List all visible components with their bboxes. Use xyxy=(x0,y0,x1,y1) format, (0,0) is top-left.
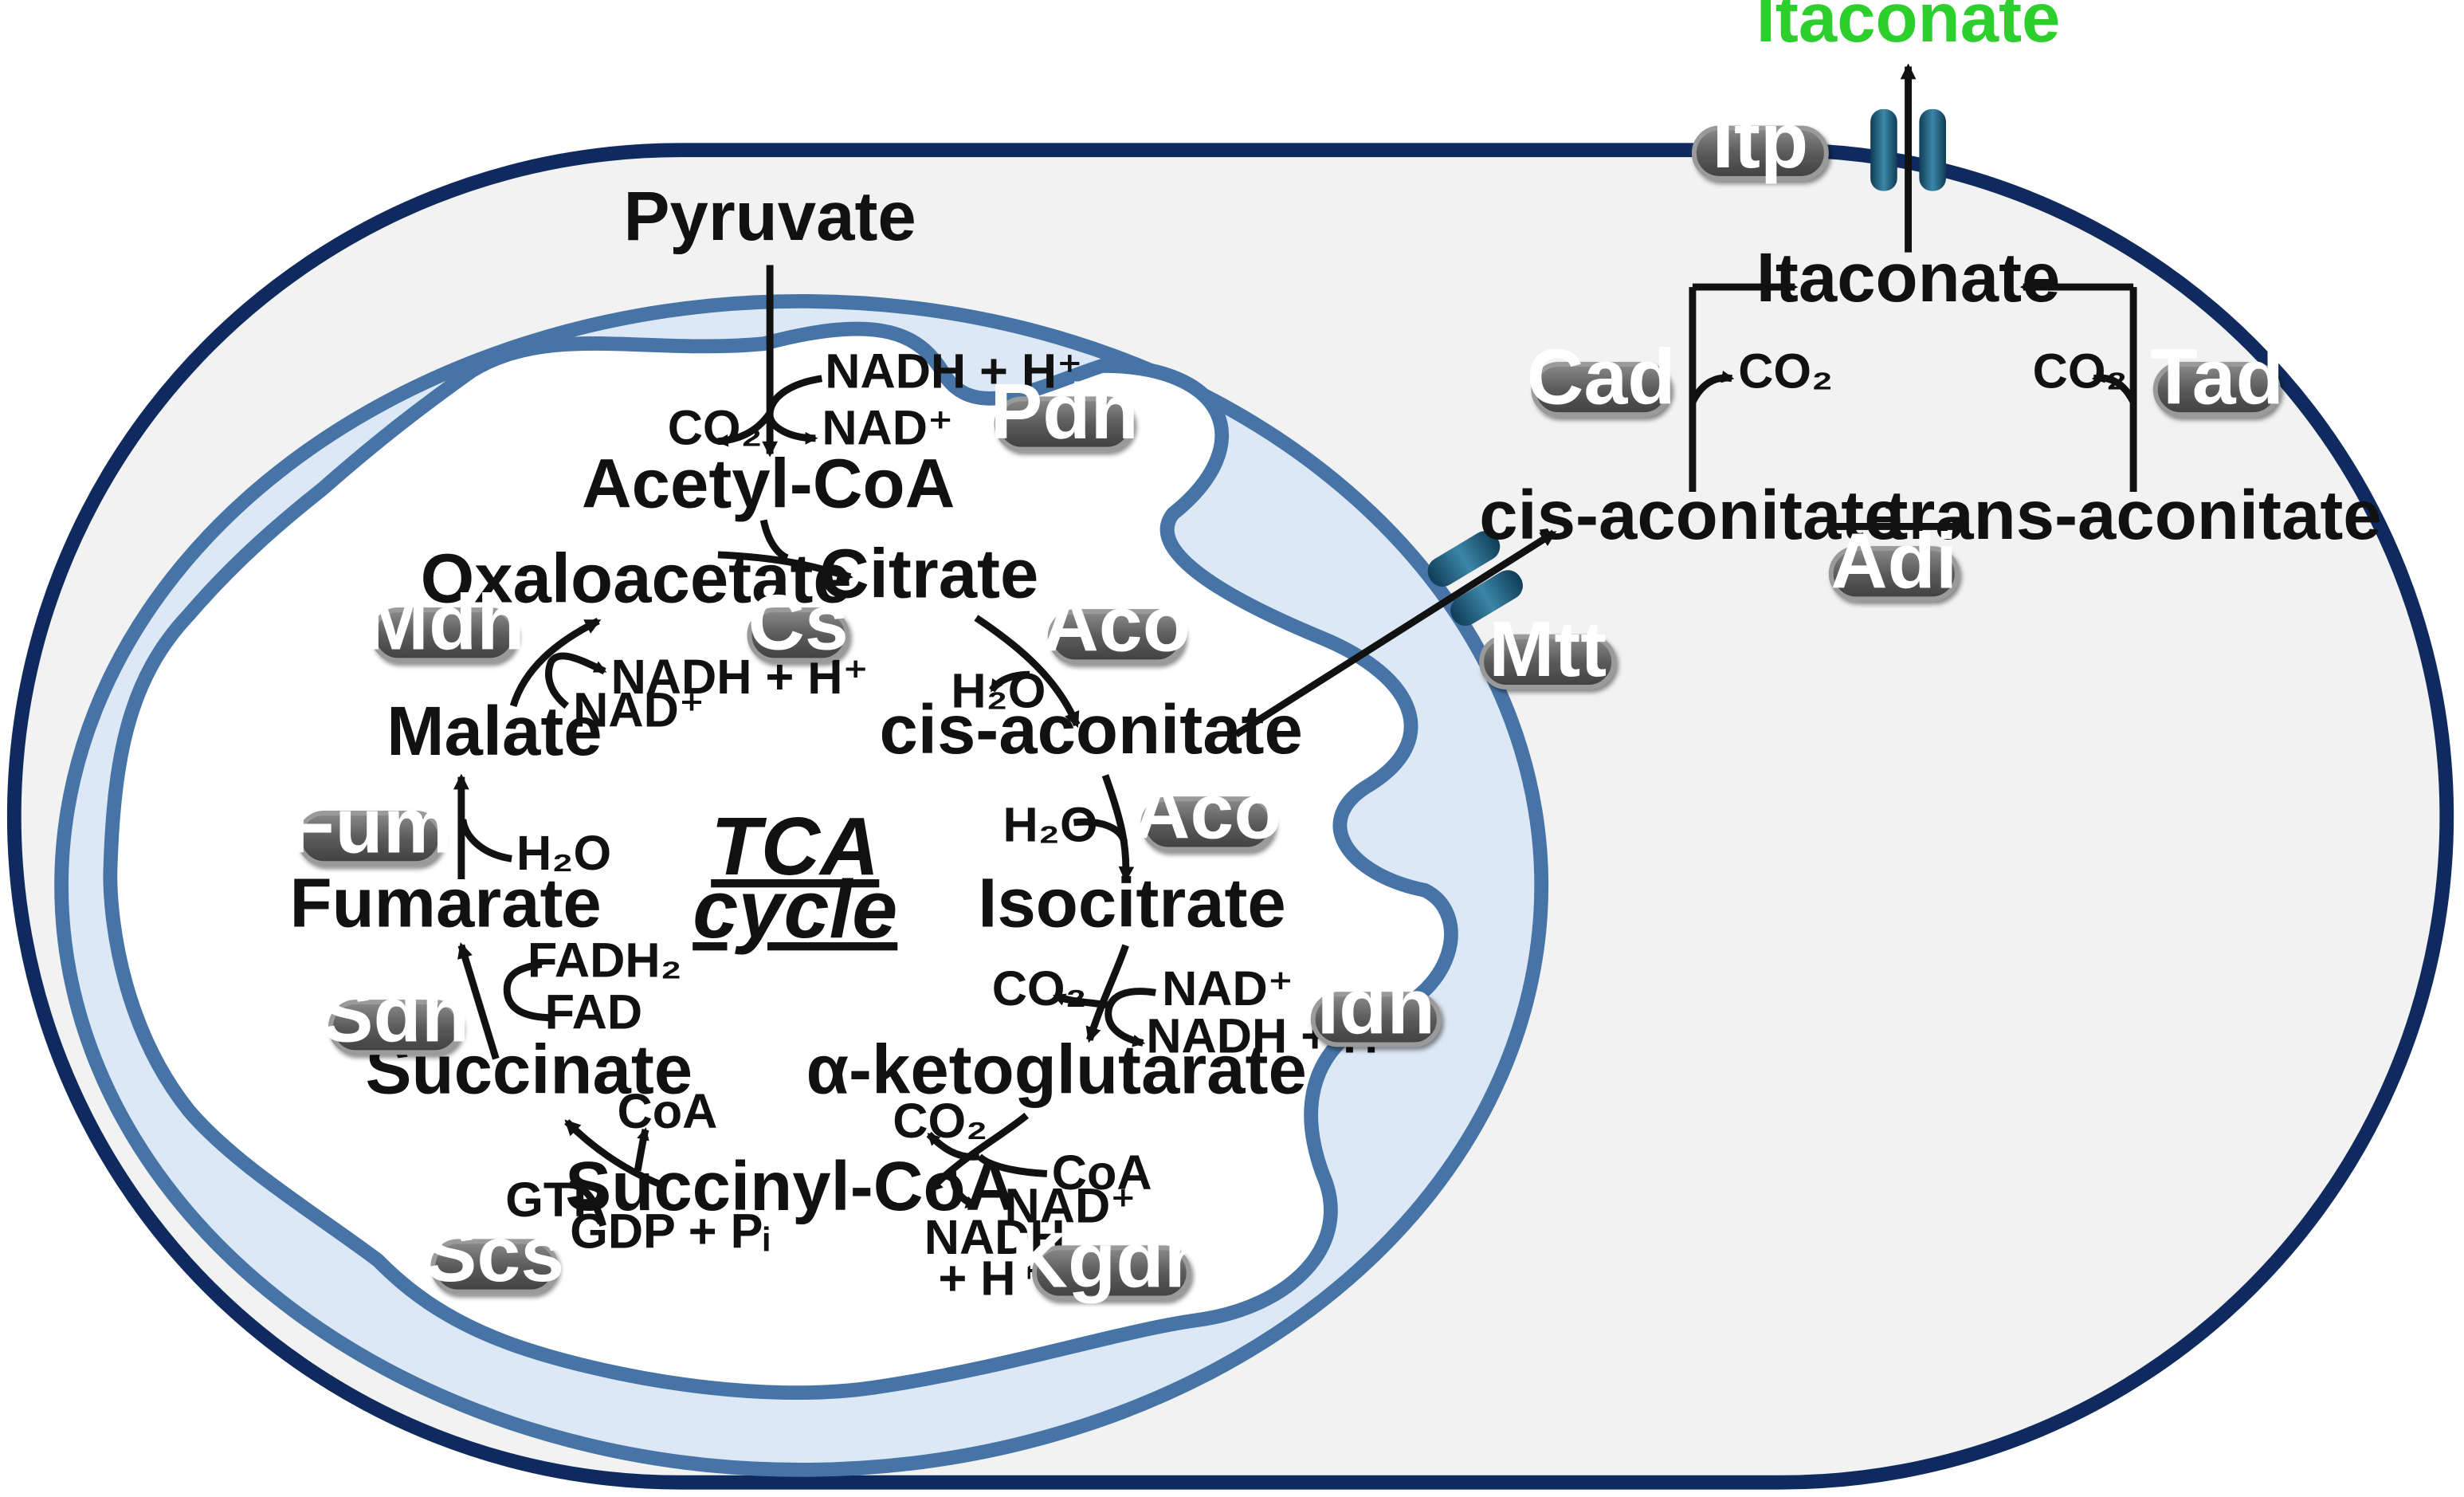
enzyme-label: Aco xyxy=(1133,768,1282,855)
sdh-fadh2-label: FADH₂ xyxy=(528,933,682,987)
enzyme-pdh: Pdh xyxy=(990,367,1139,455)
aco2-h2o-label: H₂O xyxy=(1003,798,1098,852)
enzyme-label: Pdh xyxy=(990,367,1139,455)
enzyme-adi: Adi xyxy=(1828,517,1960,604)
acetyl-coa: Acetyl-CoA xyxy=(582,446,955,523)
enzyme-label: Adi xyxy=(1830,517,1957,604)
scs-gtp-label: GTP xyxy=(505,1173,606,1227)
kgdh-h-label: + H⁺ xyxy=(939,1251,1042,1306)
pdh-nadh-label: NADH + H⁺ xyxy=(825,344,1082,399)
citrate: Citrate xyxy=(819,535,1038,612)
idh-co2-label: CO₂ xyxy=(992,961,1087,1016)
kgdh-nad-label: NAD⁺ xyxy=(1005,1179,1136,1233)
enzyme-itp: Itp xyxy=(1691,96,1829,184)
enzyme-scs: Scs xyxy=(425,1210,565,1298)
cad-co2-label: CO₂ xyxy=(1738,344,1833,399)
tca-cycle-label-line1: TCA xyxy=(711,800,879,892)
enzyme-label: Cad xyxy=(1527,332,1676,420)
enzyme-mtt: Mtt xyxy=(1479,605,1617,693)
enzyme-label: Tad xyxy=(2150,332,2284,420)
enzyme-cs: Cs xyxy=(747,579,849,666)
aco1-h2o-label: H₂O xyxy=(951,664,1046,718)
alpha-ketoglutarate: α-ketoglutarate xyxy=(806,1031,1307,1109)
pdh-nad-label: NAD⁺ xyxy=(822,401,953,455)
enzyme-label: Idh xyxy=(1317,963,1435,1051)
pyruvate: Pyruvate xyxy=(624,178,916,255)
enzyme-sdh: Sdh xyxy=(321,970,470,1058)
succinyl-coa: Succinyl-CoA xyxy=(565,1148,1015,1225)
scs-gdp-label: GDP + Pᵢ xyxy=(570,1204,770,1258)
enzyme-label: Mdh xyxy=(363,579,525,666)
sdh-fad-label: FAD xyxy=(545,985,642,1039)
enzyme-label: Sdh xyxy=(321,970,470,1058)
scs-coa-label: CoA xyxy=(617,1084,717,1138)
idh-nad-label: NAD⁺ xyxy=(1162,961,1293,1016)
cofactor-labels: NADH + H⁺ CO₂ NAD⁺ H₂O H₂O CO₂ NAD⁺ NADH… xyxy=(505,344,2128,1306)
enzyme-label: Itp xyxy=(1713,96,1809,184)
reaction-arrows xyxy=(453,63,2137,1227)
itaconate-secreted: Itaconate xyxy=(1756,0,2061,57)
isocitrate: Isocitrate xyxy=(978,864,1285,941)
enzyme-cad: Cad xyxy=(1527,332,1676,420)
itaconate-cytosolic: Itaconate xyxy=(1756,239,2061,316)
enzyme-kgdh: Kgdh xyxy=(1011,1216,1212,1304)
enzyme-label: Aco xyxy=(1042,580,1191,668)
pdh-co2-label: CO₂ xyxy=(668,401,763,455)
tca-cycle-label-line2: cycle xyxy=(693,863,897,955)
malate: Malate xyxy=(386,693,602,770)
enzyme-aco-1: Aco xyxy=(1042,580,1191,668)
cis-aconitate-mitochondrial: cis-aconitate xyxy=(879,691,1302,768)
tad-co2-label: CO₂ xyxy=(2033,344,2128,399)
enzyme-mdh: Mdh xyxy=(363,579,525,666)
enzyme-fum: Fum xyxy=(287,781,453,869)
fumarate: Fumarate xyxy=(289,864,601,941)
mitochondrion-inner-membrane xyxy=(103,321,1458,1401)
fum-h2o-label: H₂O xyxy=(516,826,611,880)
mdh-nad-label: NAD⁺ xyxy=(573,682,704,737)
enzyme-label: Cs xyxy=(748,579,849,666)
enzyme-label: Kgdh xyxy=(1011,1216,1212,1304)
oxaloacetate: Oxaloacetate xyxy=(421,540,852,617)
kgdh-coa-label: CoA xyxy=(1052,1145,1152,1200)
enzyme-label: Scs xyxy=(425,1210,565,1298)
trans-aconitate: trans-aconitate xyxy=(1885,477,2382,554)
itp-transporter xyxy=(1870,108,1946,191)
enzyme-tad: Tad xyxy=(2150,332,2284,420)
cis-aconitate-cytosolic: cis-aconitate xyxy=(1479,477,1902,554)
enzyme-label: Fum xyxy=(287,781,453,869)
enzyme-idh: Idh xyxy=(1310,963,1442,1051)
enzyme-label: Mtt xyxy=(1489,605,1607,693)
mtt-transporter xyxy=(1427,531,1523,627)
kgdh-co2-label: CO₂ xyxy=(893,1094,987,1148)
enzyme-aco-2: Aco xyxy=(1133,768,1282,855)
